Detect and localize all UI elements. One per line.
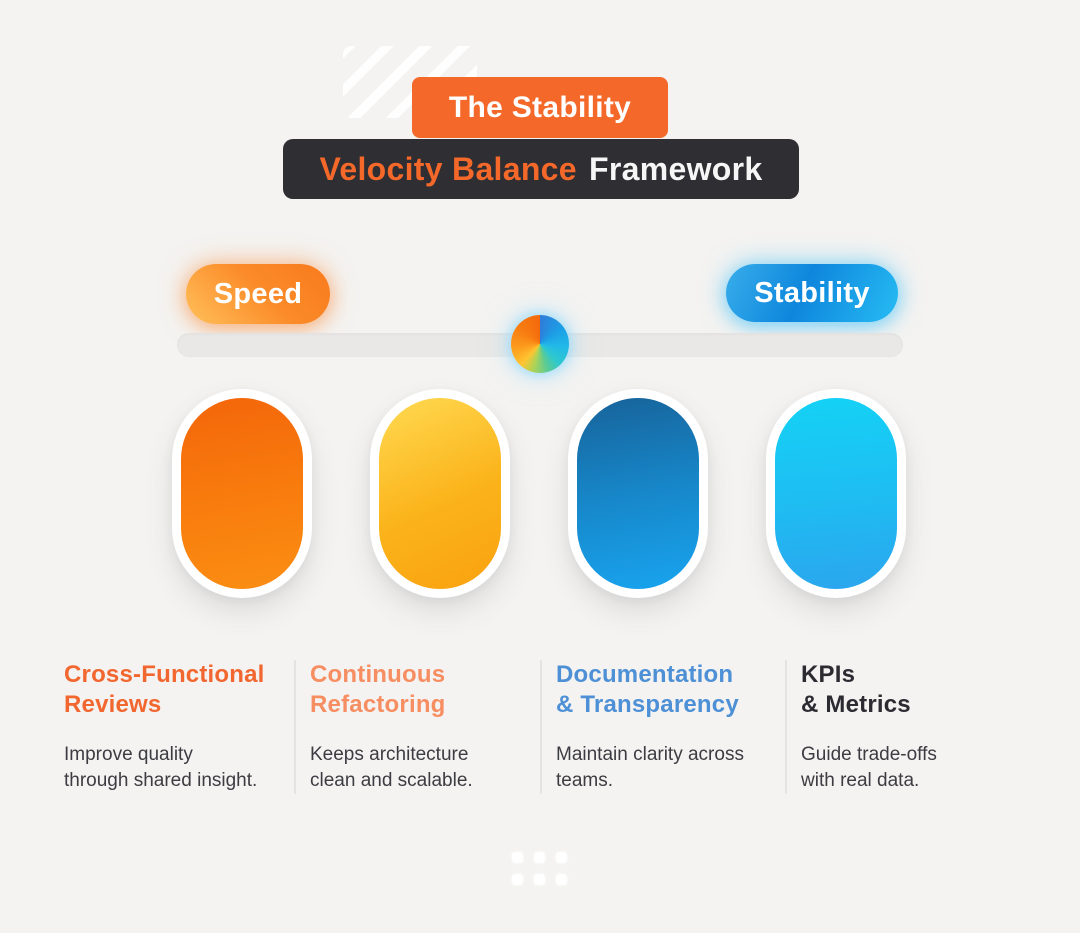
dot <box>556 852 567 863</box>
column-heading: Documentation & Transparency <box>556 660 788 720</box>
column-heading: KPIs & Metrics <box>801 660 1033 720</box>
column-divider <box>294 660 296 794</box>
stability-label-pill: Stability <box>726 264 898 322</box>
column-heading-line: Continuous <box>310 661 446 688</box>
column-heading-line: & Transparency <box>556 691 739 718</box>
column-heading-line: Documentation <box>556 661 734 688</box>
column-body: Maintain clarity across teams. <box>556 742 788 794</box>
column-heading-line: & Metrics <box>801 691 911 718</box>
column-body: Improve quality through shared insight. <box>64 742 296 794</box>
title-accent-text: Velocity Balance <box>319 150 577 187</box>
title-rest-text: Framework <box>589 150 763 187</box>
capsule-amber <box>370 389 510 598</box>
title-badge-primary: The Stability <box>412 77 668 138</box>
dot <box>512 852 523 863</box>
column-cross-functional-reviews: Cross-Functional Reviews Improve quality… <box>64 660 296 794</box>
dot <box>556 874 567 885</box>
speed-label: Speed <box>213 277 303 310</box>
capsule-orange <box>172 389 312 598</box>
column-kpis-metrics: KPIs & Metrics Guide trade-offs with rea… <box>801 660 1033 794</box>
title-badge-secondary: Velocity Balance Framework <box>283 139 799 199</box>
dot <box>512 874 523 885</box>
dot-grid-icon <box>512 852 567 885</box>
column-heading-line: Cross-Functional <box>64 661 265 688</box>
column-body: Keeps architecture clean and scalable. <box>310 742 542 794</box>
capsule-orange-fill <box>181 398 303 589</box>
column-heading-line: KPIs <box>801 661 856 688</box>
column-body-line: clean and scalable. <box>310 770 473 791</box>
capsule-deep-blue <box>568 389 708 598</box>
column-documentation-transparency: Documentation & Transparency Maintain cl… <box>556 660 788 794</box>
column-body-line: Guide trade-offs <box>801 744 937 765</box>
column-body-line: Keeps architecture <box>310 744 469 765</box>
dot <box>534 852 545 863</box>
column-heading-line: Reviews <box>64 691 162 718</box>
dot <box>534 874 545 885</box>
capsule-cyan <box>766 389 906 598</box>
speed-label-pill: Speed <box>186 264 330 324</box>
column-continuous-refactoring: Continuous Refactoring Keeps architectur… <box>310 660 542 794</box>
column-heading: Cross-Functional Reviews <box>64 660 296 720</box>
stability-label: Stability <box>754 276 870 309</box>
balance-pie-knob-icon <box>511 315 569 373</box>
capsule-deep-blue-fill <box>577 398 699 589</box>
column-heading: Continuous Refactoring <box>310 660 542 720</box>
column-divider <box>785 660 787 794</box>
capsule-cyan-fill <box>775 398 897 589</box>
column-body-line: through shared insight. <box>64 770 258 791</box>
column-body-line: with real data. <box>801 770 920 791</box>
column-divider <box>540 660 542 794</box>
column-heading-line: Refactoring <box>310 691 446 718</box>
column-body: Guide trade-offs with real data. <box>801 742 1033 794</box>
column-body-line: teams. <box>556 770 614 791</box>
capsule-amber-fill <box>379 398 501 589</box>
column-body-line: Improve quality <box>64 744 193 765</box>
column-body-line: Maintain clarity across <box>556 744 744 765</box>
